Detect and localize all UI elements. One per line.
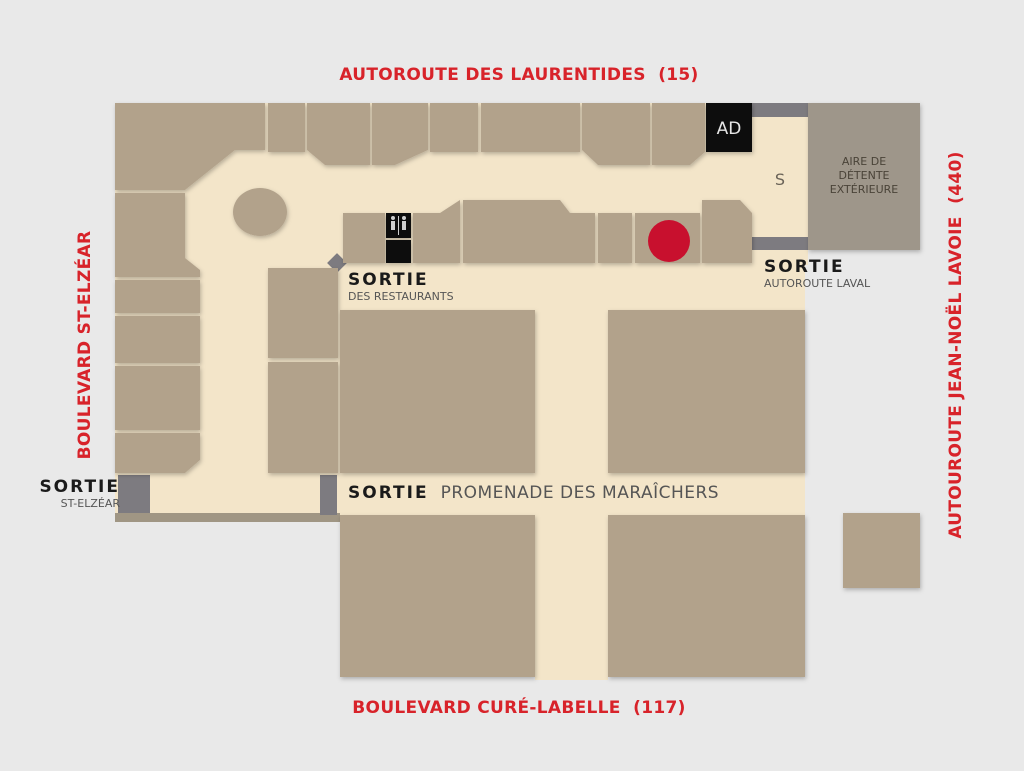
store [340,310,535,473]
location-marker-icon [648,220,690,262]
store [372,103,428,165]
store [115,280,200,313]
kiosk [233,188,287,236]
rest-area-line: DÉTENTE [838,169,890,182]
store [598,213,632,263]
store [115,103,265,190]
road-label-east: AUTOUROUTE JEAN-NOËL LAVOIE (440) [946,151,966,539]
exit-subtitle: DES RESTAURANTS [348,290,454,303]
store [115,316,200,363]
exit-title: SORTIE [764,257,845,277]
road-label-south: BOULEVARD CURÉ-LABELLE (117) [352,698,686,718]
ad-label: AD [716,119,742,139]
road-label-west: BOULEVARD ST-ELZÉAR [75,230,95,460]
store [115,433,200,473]
exit-title: SORTIE [348,270,429,290]
store [608,515,805,677]
rest-area-line: EXTÉRIEURE [829,183,899,196]
store [340,515,535,677]
exit-restaurants: SORTIE DES RESTAURANTS [348,270,454,303]
store [413,200,460,263]
ad-store [706,103,752,152]
exit-laval: SORTIE AUTOROUTE LAVAL [764,257,870,290]
store [115,193,200,277]
exit-doors [115,103,808,522]
store [307,103,370,165]
store [582,103,650,165]
store [652,103,705,165]
store [430,103,478,152]
exit-promenade: SORTIE PROMENADE DES MARAÎCHERS [348,483,719,503]
restroom-block [386,240,411,263]
exit-subtitle: PROMENADE DES MARAÎCHERS [440,483,720,503]
store [268,362,338,473]
store [343,213,385,263]
store [608,310,805,473]
rest-area-label: AIRE DE DÉTENTE EXTÉRIEURE [808,155,920,197]
exit-st-elzear: SORTIE ST-ELZÉAR [39,477,120,510]
store [115,366,200,430]
store [702,200,752,263]
exit-subtitle: AUTOROUTE LAVAL [764,277,871,290]
rest-area-line: AIRE DE [841,155,887,168]
store [268,268,338,358]
store [268,103,305,152]
road-label-north: AUTOROUTE DES LAURENTIDES (15) [339,65,699,85]
exit-title: SORTIE [348,483,429,503]
restroom-icon [391,216,406,235]
s-label: S [774,170,786,189]
store [481,103,580,152]
rest-area [808,103,920,250]
stores [115,103,920,677]
exit-title: SORTIE [39,477,120,497]
store [463,200,595,263]
store [843,513,920,588]
exit-subtitle: ST-ELZÉAR [60,497,120,510]
